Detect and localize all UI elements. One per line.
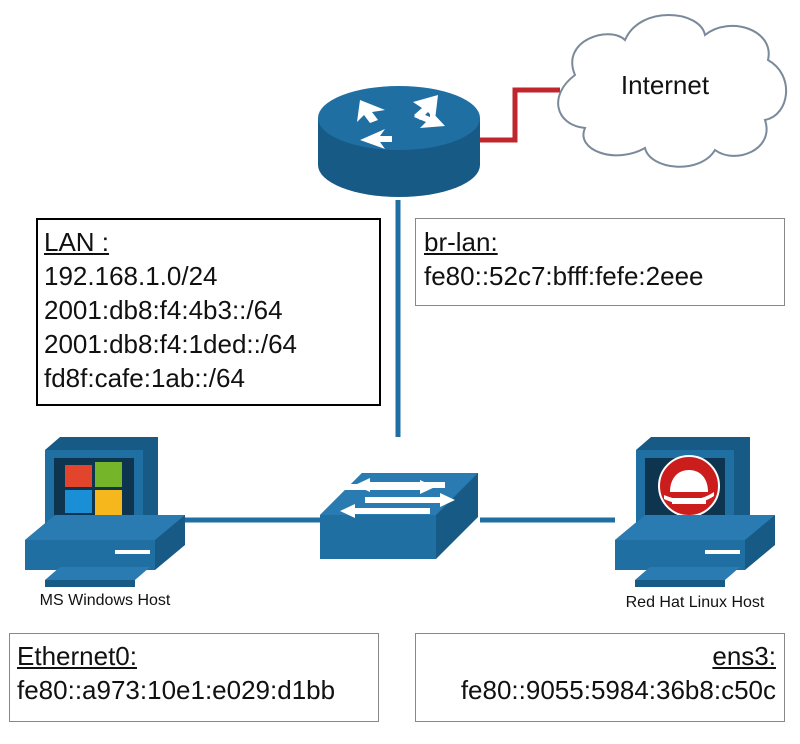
br-lan-address: fe80::52c7:bfff:fefe:2eee [424, 261, 704, 291]
cloud-icon [557, 14, 787, 168]
lan-subnet-ula: fd8f:cafe:1ab::/64 [44, 363, 245, 393]
lan-info-box: LAN : 192.168.1.0/24 2001:db8:f4:4b3::/6… [36, 218, 381, 406]
redhat-host-label: Red Hat Linux Host [625, 594, 765, 611]
lan-subnet-ipv6-1: 2001:db8:f4:4b3::/64 [44, 295, 283, 325]
windows-host-label: MS Windows Host [39, 592, 171, 609]
internet-label: Internet [620, 70, 710, 100]
windows-computer-icon [25, 437, 185, 587]
router-icon [318, 86, 480, 197]
ethernet0-title: Ethernet0: [17, 641, 137, 671]
br-lan-info-box: br-lan: fe80::52c7:bfff:fefe:2eee [415, 218, 785, 306]
ens3-title: ens3: [712, 641, 776, 671]
wan-link [480, 87, 560, 143]
ens3-info-box: ens3: fe80::9055:5984:36b8:c50c [415, 633, 785, 722]
lan-subnet-ipv6-2: 2001:db8:f4:1ded::/64 [44, 329, 298, 359]
br-lan-title: br-lan: [424, 227, 498, 257]
lan-subnet-ipv4: 192.168.1.0/24 [44, 261, 218, 291]
ethernet0-address: fe80::a973:10e1:e029:d1bb [17, 675, 336, 705]
redhat-computer-icon [615, 437, 775, 587]
ethernet0-info-box: Ethernet0: fe80::a973:10e1:e029:d1bb [9, 633, 379, 722]
ens3-address: fe80::9055:5984:36b8:c50c [460, 675, 776, 705]
lan-title: LAN : [44, 227, 110, 257]
switch-icon [320, 473, 478, 559]
